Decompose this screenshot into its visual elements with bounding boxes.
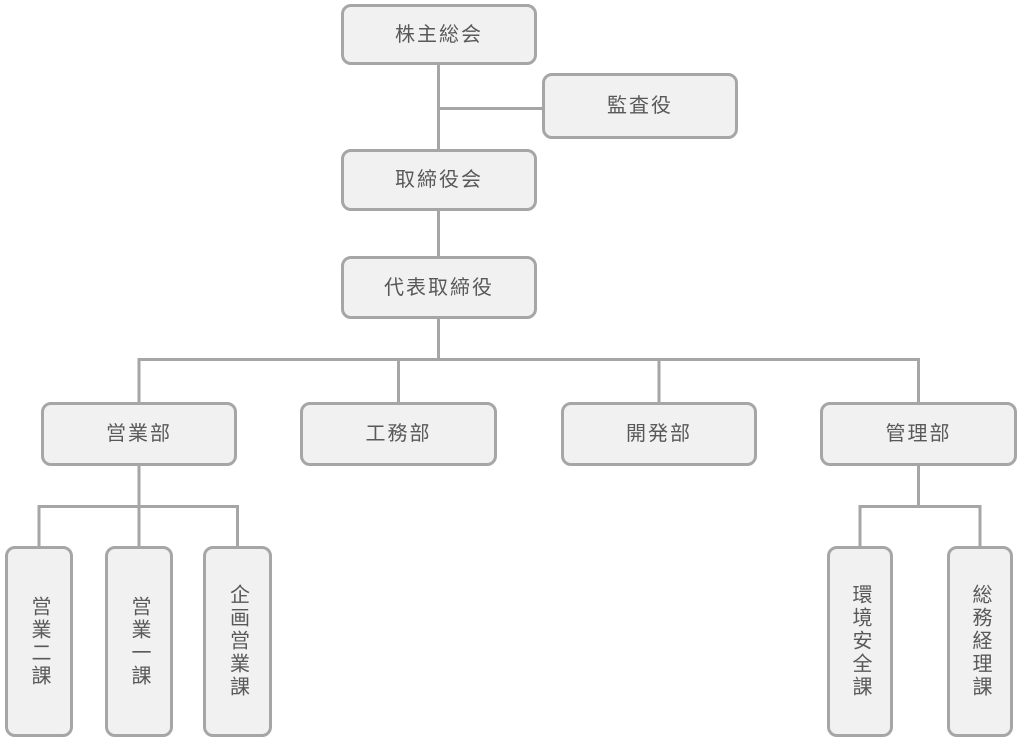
- node-sales-dept: 営業部: [41, 402, 237, 466]
- node-sales-section-1: 営業一課: [105, 546, 173, 737]
- node-planning-sales-section: 企画営業課: [203, 546, 272, 737]
- node-board-of-directors: 取締役会: [341, 149, 537, 211]
- node-label: 監査役: [607, 95, 673, 117]
- node-development-dept: 開発部: [561, 402, 757, 466]
- node-auditor: 監査役: [542, 73, 738, 139]
- node-shareholders-meeting: 株主総会: [341, 4, 537, 65]
- node-label: 代表取締役: [384, 276, 494, 299]
- node-label: 営業部: [106, 423, 172, 445]
- node-representative-director: 代表取締役: [341, 256, 537, 319]
- node-general-affairs-accounting-section: 総務経理課: [947, 546, 1013, 737]
- node-environment-safety-section: 環境安全課: [827, 546, 893, 737]
- node-admin-dept: 管理部: [820, 402, 1017, 466]
- node-label: 総務経理課: [969, 584, 991, 699]
- node-engineering-dept: 工務部: [300, 402, 497, 466]
- node-label: 営業二課: [28, 595, 50, 688]
- node-label: 企画営業課: [226, 584, 249, 699]
- node-sales-section-2: 営業二課: [5, 546, 73, 737]
- node-label: 営業一課: [128, 595, 150, 688]
- node-label: 開発部: [626, 423, 692, 445]
- node-label: 取締役会: [395, 169, 483, 191]
- node-label: 環境安全課: [849, 584, 871, 699]
- node-label: 管理部: [885, 423, 952, 445]
- node-label: 株主総会: [395, 23, 483, 46]
- node-label: 工務部: [365, 423, 432, 445]
